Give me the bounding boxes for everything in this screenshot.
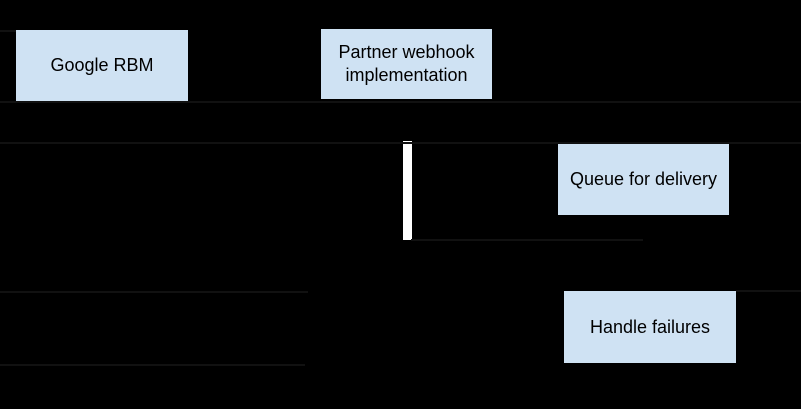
node-handle-failures: Handle failures: [564, 291, 736, 363]
separator-line-stub: [0, 30, 16, 32]
node-handle-failures-label: Handle failures: [589, 316, 711, 337]
separator-line: [736, 290, 801, 292]
node-google-rbm: Google RBM: [16, 30, 188, 101]
separator-line: [0, 101, 801, 103]
separator-line: [0, 364, 305, 366]
node-google-rbm-label: Google RBM: [50, 55, 154, 75]
separator-line: [0, 142, 801, 144]
node-partner-webhook: Partner webhook implementation: [321, 29, 492, 99]
message-line: [411, 239, 643, 241]
node-queue-for-delivery: Queue for delivery: [558, 143, 729, 215]
separator-line: [0, 291, 308, 293]
node-queue-for-delivery-label: Queue for delivery: [569, 168, 718, 189]
activation-bar: [403, 141, 412, 240]
node-partner-webhook-label: Partner webhook implementation: [338, 42, 475, 85]
